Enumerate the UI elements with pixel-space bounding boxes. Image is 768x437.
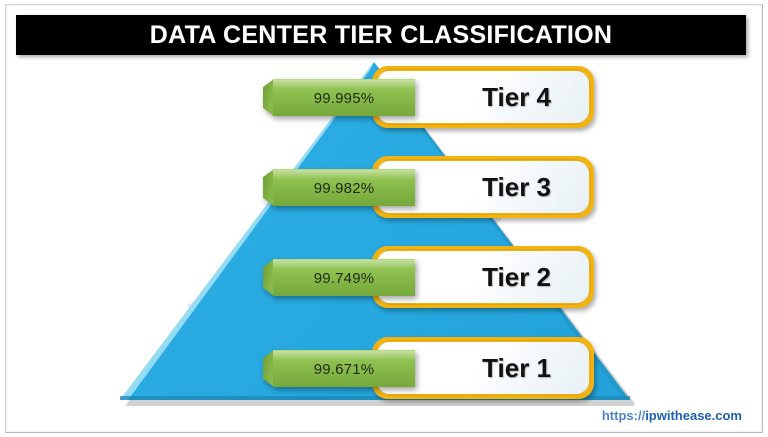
tier-label: Tier 4 [482,81,551,112]
tier-row-3: 99.982% Tier 3 [0,156,768,218]
plate-face: 99.749% [273,259,415,296]
plate-face: 99.995% [273,79,415,116]
page-title: DATA CENTER TIER CLASSIFICATION [149,20,613,49]
availability-value: 99.671% [313,360,375,378]
availability-plate-tier-1: 99.671% [263,350,415,387]
pyramid-shape [118,58,634,406]
tier-row-2: 99.749% Tier 2 [0,246,768,308]
pyramid-body [120,62,630,400]
availability-value: 99.982% [313,179,375,197]
plate-bevel-icon [263,350,274,387]
plate-bevel-icon [263,169,274,206]
tier-label: Tier 3 [482,171,551,202]
plate-bevel-icon [263,79,274,116]
site-url-host: ipwithease.com [645,408,742,423]
availability-value: 99.995% [313,89,375,107]
tier-row-1: 99.671% Tier 1 [0,337,768,399]
tier-row-4: 99.995% Tier 4 [0,66,768,128]
plate-bevel-icon [263,259,274,296]
pyramid-base-edge [120,396,630,400]
plate-face: 99.982% [273,169,415,206]
site-url-scheme: https:// [601,408,646,423]
availability-plate-tier-2: 99.749% [263,259,415,296]
tier-label: Tier 2 [482,261,551,292]
tier-label: Tier 1 [482,352,551,383]
pyramid-right-shade [374,62,630,400]
availability-value: 99.749% [313,269,375,287]
plate-face: 99.671% [273,350,415,387]
availability-plate-tier-4: 99.995% [263,79,415,116]
site-url[interactable]: https://ipwithease.com [602,408,742,423]
availability-plate-tier-3: 99.982% [263,169,415,206]
title-banner: DATA CENTER TIER CLASSIFICATION [16,15,746,55]
pyramid-svg [120,62,634,406]
pyramid-left-highlight [120,62,374,400]
